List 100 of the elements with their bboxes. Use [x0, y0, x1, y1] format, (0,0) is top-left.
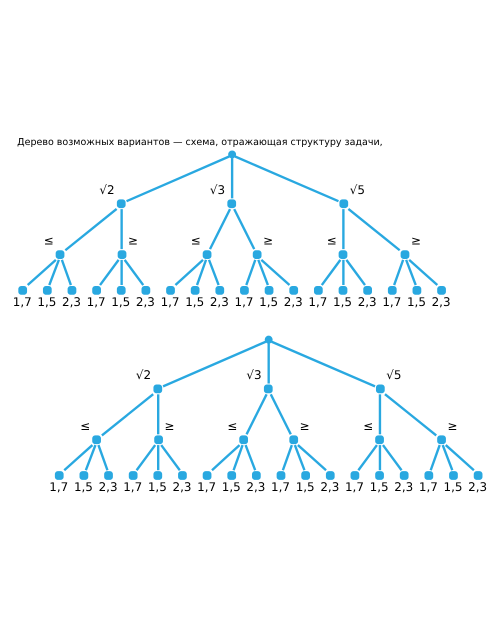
connector — [282, 444, 293, 471]
node-label: 2,3 — [136, 294, 155, 309]
node-label: 1,5 — [370, 480, 389, 494]
node-circle — [474, 471, 482, 480]
node-circle — [227, 199, 236, 208]
connector — [63, 444, 94, 472]
connector — [211, 444, 240, 472]
node-circle — [228, 150, 236, 158]
node-label: 1,5 — [296, 480, 315, 494]
node-label: ≤ — [44, 234, 54, 248]
node-circle — [104, 471, 113, 480]
node-label: ≤ — [190, 234, 201, 248]
connector — [257, 259, 270, 286]
node-label: 1,7 — [418, 480, 438, 494]
node-circle — [276, 471, 286, 480]
node-circle — [116, 199, 126, 208]
node-circle — [92, 435, 101, 444]
node-label: 1,7 — [197, 480, 216, 494]
node-label: √3 — [210, 182, 226, 197]
connector — [124, 259, 144, 286]
connector — [267, 343, 270, 384]
node-label: 2,3 — [62, 294, 81, 309]
node-circle — [376, 384, 385, 394]
node-circle — [289, 435, 298, 444]
node-circle — [202, 250, 212, 259]
node-label: ≤ — [80, 418, 90, 433]
node-circle — [239, 435, 248, 444]
connector — [160, 444, 181, 471]
node-circle — [153, 471, 162, 480]
node-circle — [375, 471, 384, 480]
connector — [378, 394, 382, 434]
node-circle — [412, 286, 422, 295]
connector — [196, 259, 208, 286]
node-label: 1,5 — [37, 294, 56, 309]
node-circle — [116, 286, 126, 295]
connector — [64, 208, 118, 252]
node-circle — [178, 471, 187, 480]
connector — [48, 259, 60, 286]
connector — [230, 158, 234, 198]
node-circle — [437, 435, 446, 444]
node-label: √3 — [246, 368, 262, 382]
node-circle — [252, 471, 261, 480]
connector — [260, 259, 290, 286]
node-label: 2,3 — [432, 294, 451, 309]
node-circle — [18, 286, 28, 295]
connector — [120, 209, 123, 250]
node-circle — [314, 286, 323, 295]
node-label: 1,7 — [160, 294, 180, 309]
node-circle — [202, 471, 212, 480]
node-circle — [154, 435, 163, 444]
connector — [378, 445, 382, 470]
connector — [271, 340, 376, 388]
connector — [97, 444, 109, 471]
node-label: 1,7 — [382, 294, 402, 309]
node-label: ≥ — [128, 234, 138, 248]
connector — [233, 208, 256, 250]
node-label: 1,7 — [12, 294, 32, 309]
node-label: 1,7 — [344, 480, 364, 494]
node-circle — [118, 250, 126, 259]
connector — [320, 259, 342, 286]
connector — [270, 394, 292, 435]
node-label: 1,5 — [333, 294, 352, 309]
node-circle — [68, 286, 76, 295]
connector — [244, 444, 256, 471]
node-circle — [215, 286, 224, 295]
node-label: 1,7 — [49, 480, 68, 494]
node-circle — [92, 286, 101, 295]
node-label: √2 — [136, 368, 152, 382]
node-label: ≥ — [164, 418, 175, 433]
node-circle — [338, 286, 348, 295]
connector — [384, 393, 437, 436]
node-label: ≤ — [227, 418, 238, 433]
node-label: √5 — [386, 368, 402, 382]
connector — [430, 444, 441, 471]
node-label: 1,5 — [148, 480, 167, 494]
node-circle — [128, 471, 138, 480]
node-circle — [142, 286, 150, 295]
connector — [174, 259, 204, 286]
connector — [357, 444, 378, 471]
connector — [208, 208, 232, 250]
connector — [348, 208, 400, 252]
node-label: 1,5 — [185, 294, 204, 309]
node-circle — [437, 286, 446, 295]
connector — [245, 259, 256, 286]
node-circle — [153, 384, 162, 394]
connector — [246, 394, 268, 435]
connector — [408, 258, 438, 286]
node-circle — [56, 250, 64, 259]
connector — [345, 259, 366, 286]
node-circle — [54, 471, 64, 480]
node-label: √5 — [350, 182, 365, 197]
connector — [405, 259, 417, 286]
node-circle — [388, 286, 397, 295]
node-circle — [190, 286, 200, 295]
node-label: 2,3 — [284, 294, 303, 309]
node-label: 1,7 — [234, 294, 254, 309]
node-circle — [338, 250, 348, 259]
node-label: 1,7 — [308, 294, 328, 309]
connector — [162, 340, 266, 388]
connector — [442, 444, 454, 471]
